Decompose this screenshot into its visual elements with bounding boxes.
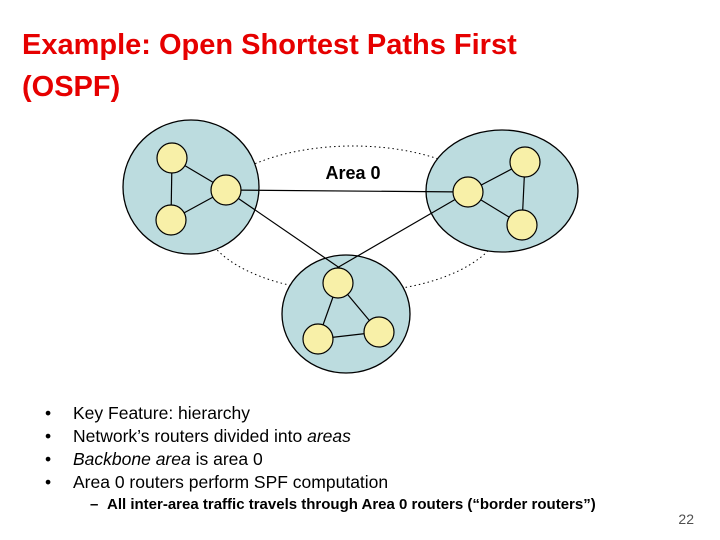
router	[363, 316, 395, 348]
router	[509, 146, 541, 178]
bullet-item: • Area 0 routers perform SPF computation	[40, 471, 690, 494]
router	[156, 142, 188, 174]
bullet-marker: •	[45, 449, 52, 469]
router	[155, 204, 187, 236]
bullet-text: Backbone area is area 0	[73, 449, 263, 469]
bullet-item: • Key Feature: hierarchy	[40, 402, 690, 425]
slide-title-line2: (OSPF)	[22, 71, 121, 103]
link-left-right	[225, 189, 469, 193]
border-router-right	[452, 176, 484, 208]
link-right-bottom	[329, 191, 469, 273]
slide-title: Example: Open Shortest Paths First (OSPF…	[22, 24, 682, 108]
bullet-text: Area 0 routers perform SPF computation	[73, 472, 389, 492]
bullet-marker: •	[45, 472, 52, 492]
page-number: 22	[678, 511, 694, 527]
router	[302, 323, 334, 355]
bullet-item: • Network’s routers divided into areas	[40, 425, 690, 448]
router	[506, 209, 538, 241]
border-router-bottom	[322, 267, 354, 299]
bullet-marker: •	[45, 403, 52, 423]
area-right	[425, 129, 579, 253]
bullet-text: Key Feature: hierarchy	[73, 403, 251, 423]
bullet-text: All inter-area traffic travels through A…	[107, 496, 596, 513]
area-0-label: Area 0	[325, 163, 381, 183]
link-left-bottom	[225, 189, 348, 274]
sub-bullet-item: –All inter-area traffic travels through …	[90, 494, 690, 516]
bullet-marker: –	[90, 496, 99, 513]
bullet-list: • Key Feature: hierarchy • Network’s router…	[40, 402, 690, 516]
slide-title-line1: Example: Open Shortest Paths First	[22, 29, 517, 61]
border-router-left	[210, 174, 242, 206]
bullet-text: Network’s routers divided into areas	[73, 426, 351, 446]
bullet-item: • Backbone area is area 0	[40, 448, 690, 471]
bullet-marker: •	[45, 426, 52, 446]
